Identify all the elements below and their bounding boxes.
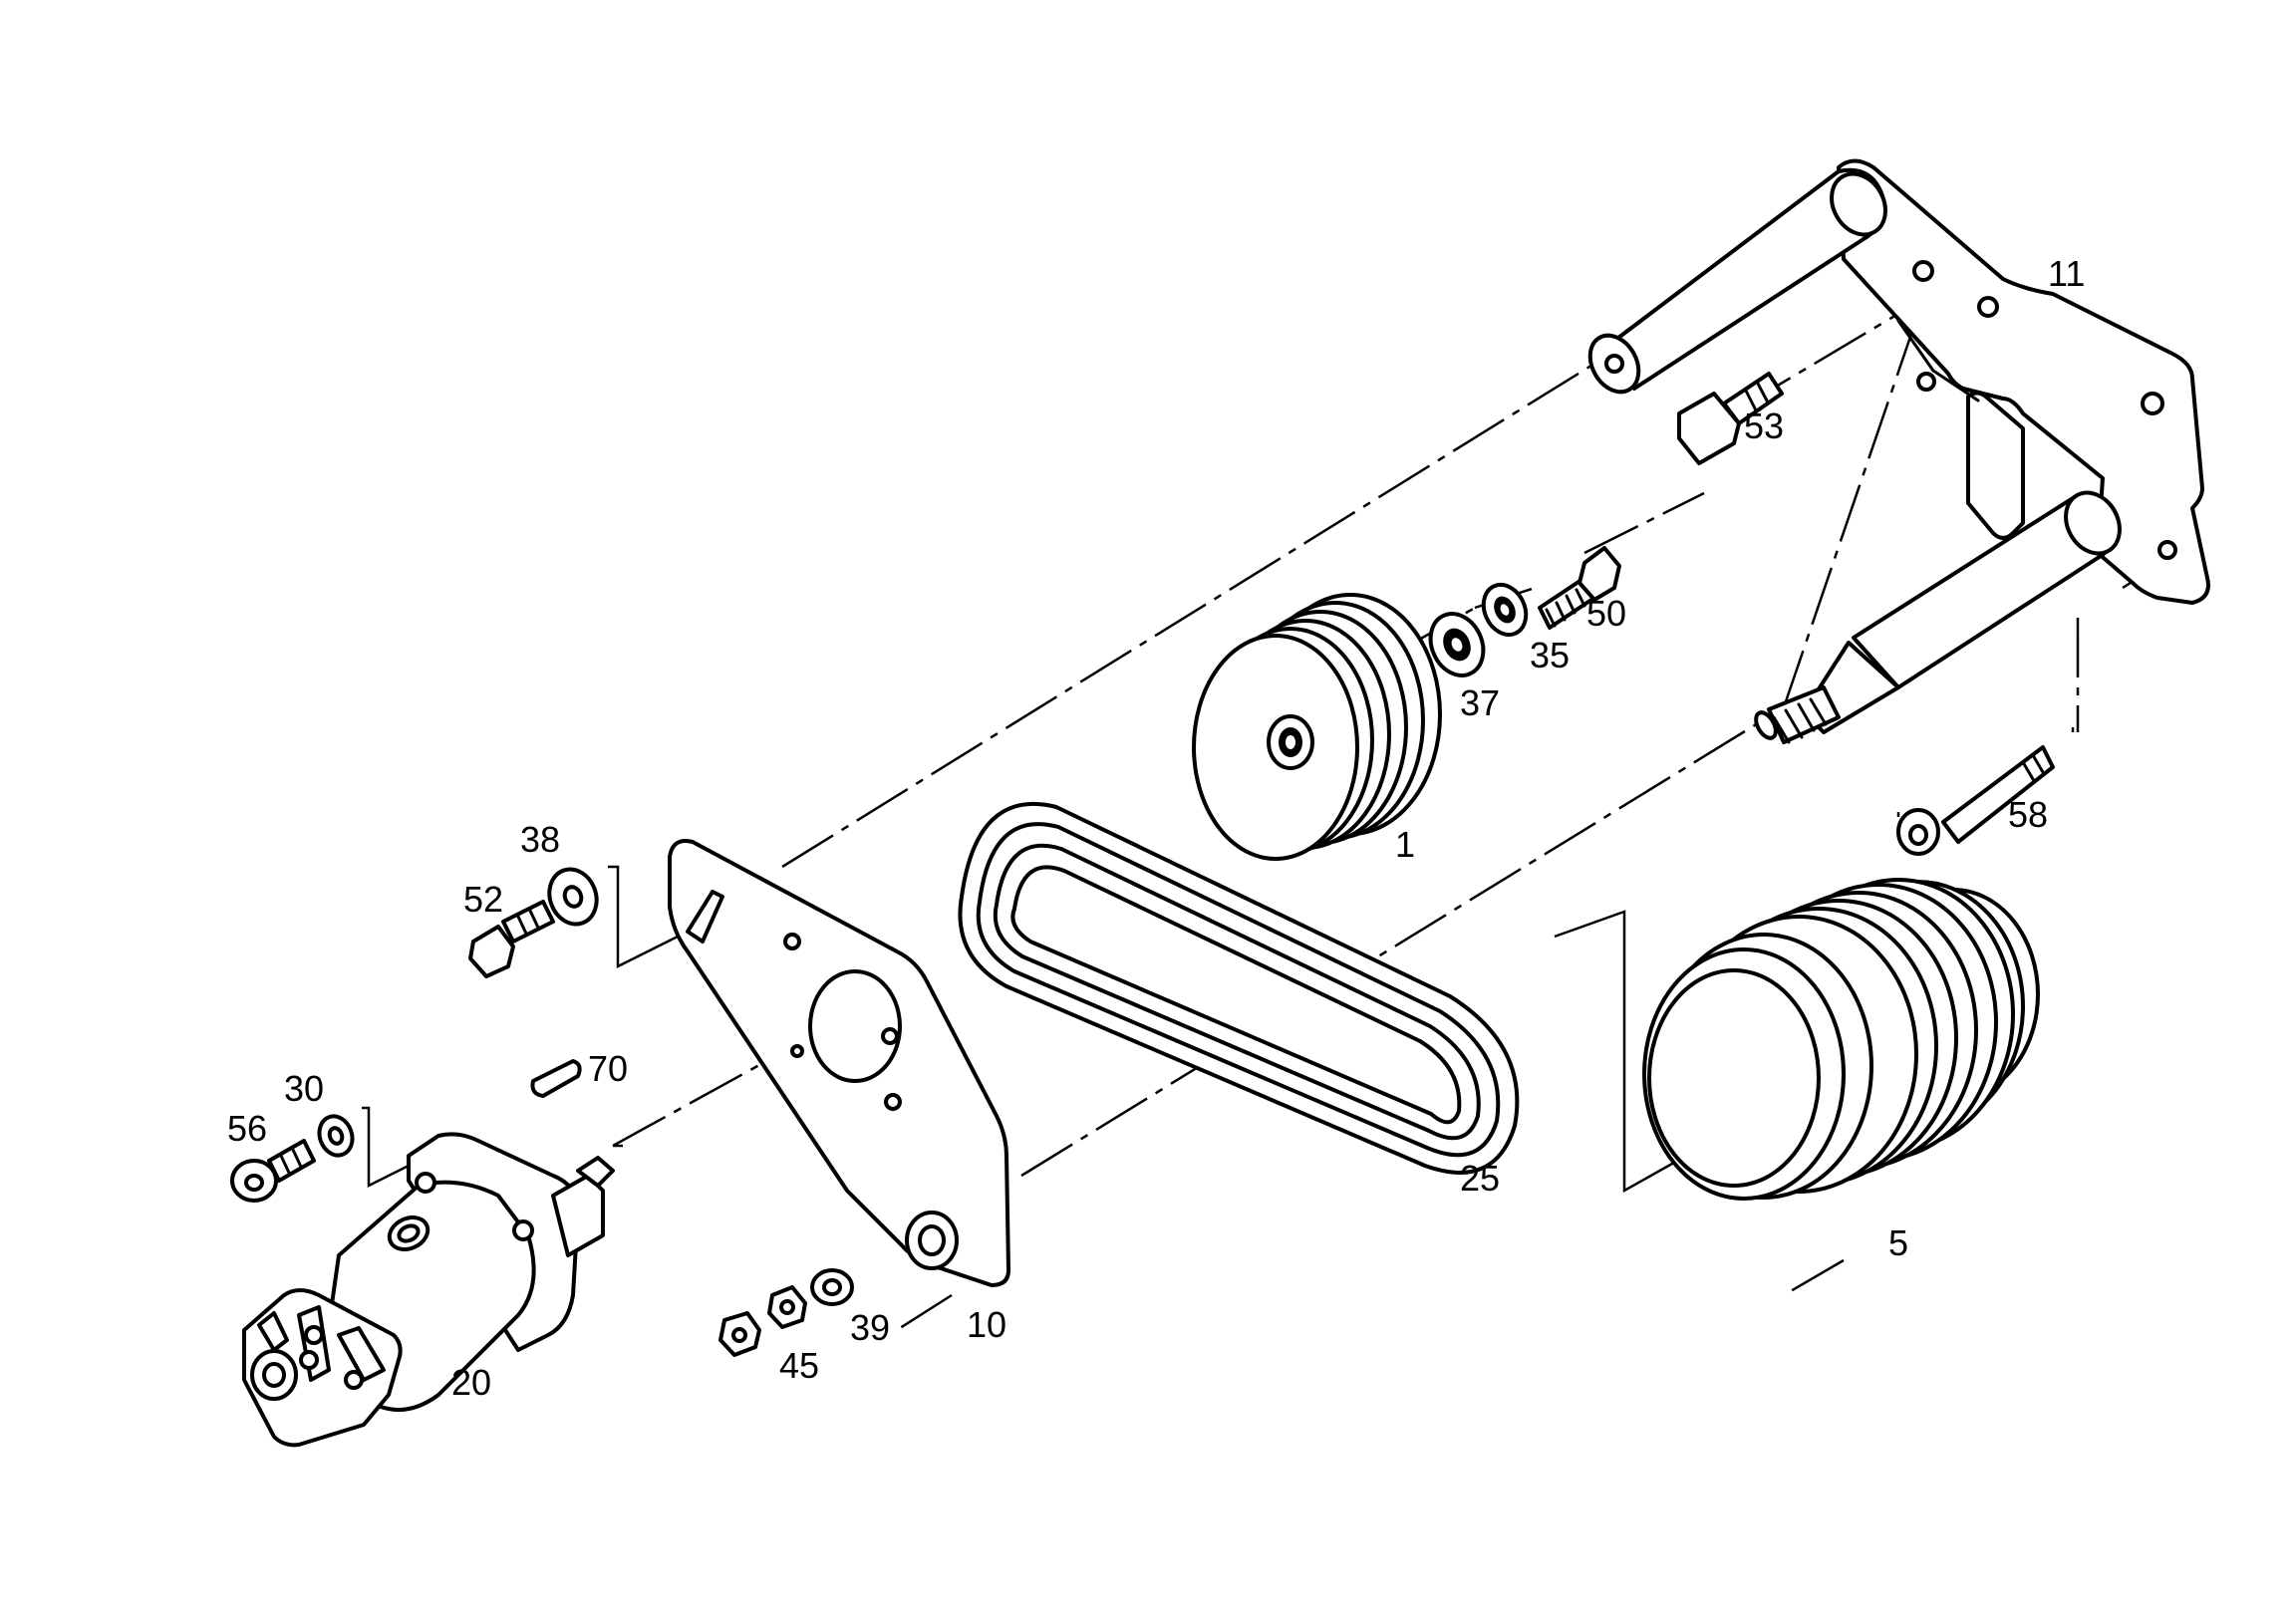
upper-spacer-tube — [1587, 167, 1887, 395]
callout-53: 53 — [1744, 405, 1784, 446]
callout-39: 39 — [850, 1307, 890, 1348]
callout-labels: 11 53 50 35 37 1 58 38 52 70 30 56 20 39… — [227, 253, 2085, 1403]
callout-50: 50 — [1586, 593, 1626, 634]
callout-5: 5 — [1888, 1222, 1908, 1263]
bolt-53 — [1677, 372, 1784, 465]
nut-45 — [718, 1285, 807, 1357]
washer-37 — [1428, 612, 1486, 677]
hydraulic-motor-20 — [242, 1132, 615, 1448]
callout-52: 52 — [463, 879, 503, 920]
callout-20: 20 — [451, 1362, 491, 1403]
washer-30 — [317, 1114, 355, 1158]
callout-56: 56 — [227, 1108, 267, 1149]
callout-35: 35 — [1530, 635, 1570, 675]
washer-38 — [547, 867, 599, 927]
callout-30: 30 — [284, 1068, 324, 1109]
callout-1: 1 — [1395, 824, 1415, 865]
callout-58: 58 — [2008, 794, 2048, 835]
lower-threaded-shaft — [1754, 490, 2122, 744]
callout-38: 38 — [520, 819, 560, 860]
bolt-52 — [468, 900, 555, 978]
bolt-50 — [1538, 546, 1621, 630]
mounting-bracket-11 — [1837, 158, 2210, 605]
pulley-1 — [1192, 593, 1442, 861]
leader-lines — [362, 727, 2080, 1194]
callout-37: 37 — [1460, 682, 1500, 723]
pulley-5 — [1642, 878, 2040, 1201]
v-belt-25 — [958, 801, 1520, 1175]
bolt-56 — [230, 1139, 316, 1203]
callout-70: 70 — [588, 1048, 628, 1089]
washer-39 — [810, 1268, 854, 1306]
callout-25: 25 — [1460, 1158, 1500, 1199]
callout-11: 11 — [2048, 253, 2085, 294]
washer-35 — [1481, 582, 1529, 638]
callout-45: 45 — [779, 1345, 819, 1386]
key-70 — [530, 1059, 582, 1098]
callout-10: 10 — [967, 1304, 1006, 1345]
adapter-plate-10 — [668, 839, 1010, 1287]
bolt-58 — [1896, 745, 2055, 856]
